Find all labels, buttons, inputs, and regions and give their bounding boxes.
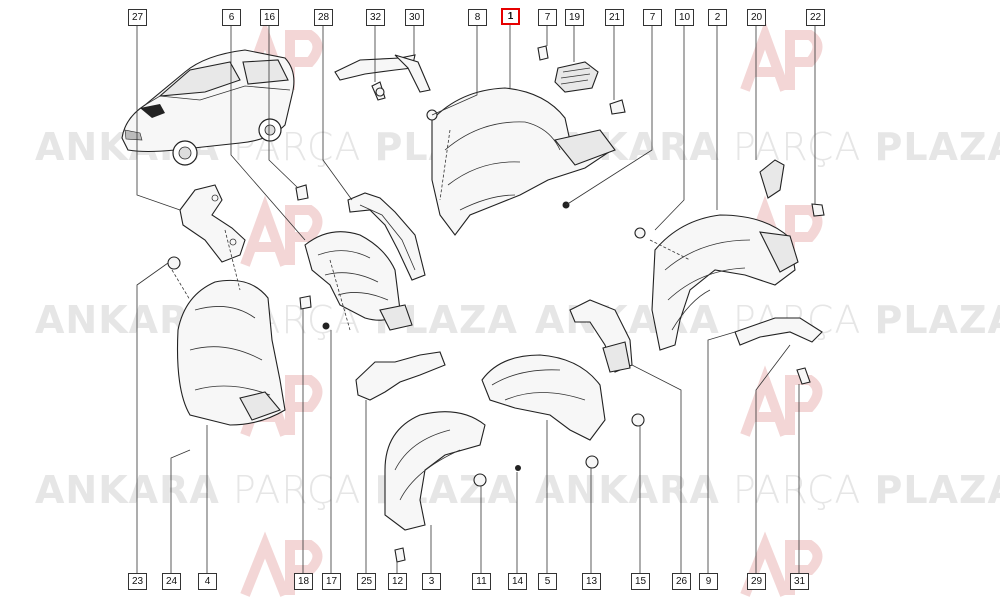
callout-31[interactable]: 31 [790,573,809,590]
callout-27[interactable]: 27 [128,9,147,26]
callout-14[interactable]: 14 [508,573,527,590]
callout-1-highlighted[interactable]: 1 [501,8,520,25]
part-2-rear-wheel-arch-liner [634,214,799,351]
callout-7-top-left[interactable]: 7 [538,9,557,26]
part-liner-group-16 [295,184,413,331]
callout-28[interactable]: 28 [314,9,333,26]
part-27-mud-flap [179,184,246,263]
callout-12[interactable]: 12 [388,573,407,590]
callout-22[interactable]: 22 [806,9,825,26]
part-22-clip [811,203,825,217]
callout-20[interactable]: 20 [747,9,766,26]
callout-19[interactable]: 19 [565,9,584,26]
callout-24[interactable]: 24 [162,573,181,590]
callout-18[interactable]: 18 [294,573,313,590]
part-1-front-wheel-arch-liner [426,87,616,236]
callout-7-top-right[interactable]: 7 [643,9,662,26]
callout-32[interactable]: 32 [366,9,385,26]
callout-10[interactable]: 10 [675,9,694,26]
callout-6[interactable]: 6 [222,9,241,26]
part-4-wheel-arch-liner [167,256,286,426]
callout-30[interactable]: 30 [405,9,424,26]
car-illustration [121,49,295,166]
callout-25[interactable]: 25 [357,573,376,590]
part-26-trim-strip [569,299,645,427]
part-21-clip [609,99,626,115]
callout-8[interactable]: 8 [468,9,487,26]
part-20-vent-grille [759,159,785,199]
callout-23[interactable]: 23 [128,573,147,590]
part-30-seal-strip [334,54,431,101]
part-29-trim-strip [734,317,823,385]
callout-29[interactable]: 29 [747,573,766,590]
callout-2[interactable]: 2 [708,9,727,26]
callout-4[interactable]: 4 [198,573,217,590]
part-5-wheel-arch-liner [481,354,606,471]
part-19-grille [554,61,599,93]
callout-5[interactable]: 5 [538,573,557,590]
callout-26[interactable]: 26 [672,573,691,590]
part-3-wheel-arch-liner [384,411,487,563]
callout-13[interactable]: 13 [582,573,601,590]
part-7-screw [537,45,570,209]
part-28-trim-strip [347,192,426,281]
callout-21[interactable]: 21 [605,9,624,26]
callout-15[interactable]: 15 [631,573,650,590]
part-25-trim-strip [355,351,446,401]
callout-11[interactable]: 11 [472,573,491,590]
callout-3[interactable]: 3 [422,573,441,590]
callout-9[interactable]: 9 [699,573,718,590]
callout-16[interactable]: 16 [260,9,279,26]
leader-lines [136,25,816,573]
callout-17[interactable]: 17 [322,573,341,590]
